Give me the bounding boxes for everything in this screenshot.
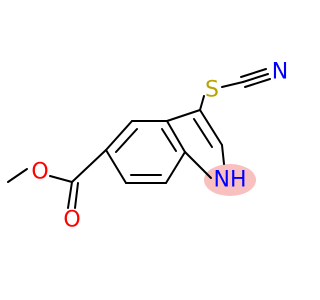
bond-c-n-triple-1 [242,73,269,83]
bond-c3-c2 [199,109,223,146]
ester-oxygen-double-atom-label: O [63,208,80,233]
bond-c7a-c3a [166,120,186,153]
bond-c3-c2-inner [193,118,213,148]
sulfur-atom-label: S [205,78,219,103]
bond-s-c [221,81,244,88]
bond-c4-c5 [105,120,133,151]
bond-c2-n1 [221,144,225,165]
bond-c-n-triple-2 [240,68,267,78]
bond-o-methyl [7,168,28,183]
bond-c7-c7a [165,151,186,184]
indole-nh-atom-label: NH [214,168,247,193]
bond-n1-c7a [184,151,212,179]
bond-c7a-c3a-inner [161,128,177,152]
bond-ccarbonyl-o-double-2 [74,182,79,209]
bond-c4-c5-inner [115,128,138,153]
bond-c3-s [199,95,205,111]
nh-highlight [204,164,256,196]
bond-ccarbonyl-o-single [49,175,73,183]
nitrile-nitrogen-atom-label: N [272,60,288,85]
ester-oxygen-single-atom-label: O [31,160,48,185]
bond-ccarbonyl-o-double-1 [67,181,73,209]
bond-c3a-c3 [166,109,201,122]
bond-c5-ccarbonyl [71,149,107,183]
bond-c5-c6 [105,149,127,184]
bond-c-n-triple-3 [244,78,271,88]
molecule-diagram: S N NH O O [7,60,288,233]
